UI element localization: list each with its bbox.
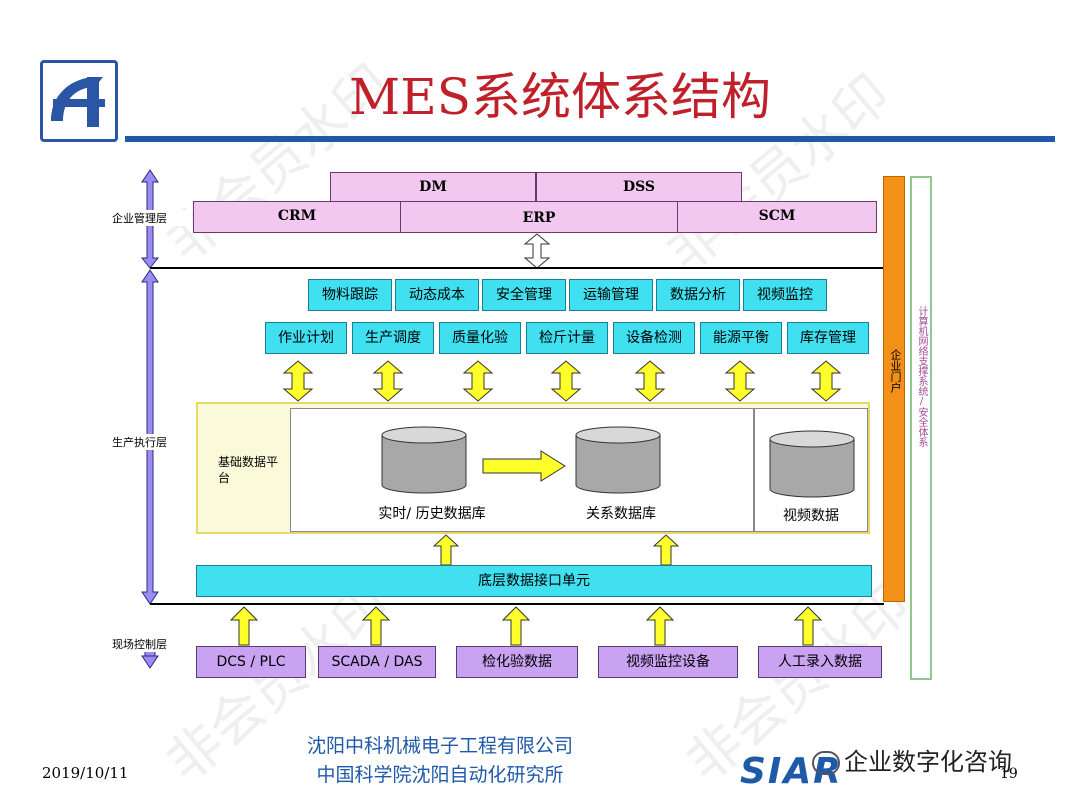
data-interface-unit: 底层数据接口单元 — [196, 565, 872, 597]
module-data-analysis: 数据分析 — [656, 279, 740, 311]
wechat-name: 企业数字化咨询 — [844, 748, 1012, 776]
device-lab-data: 检化验数据 — [456, 646, 578, 678]
device-dcs-plc: DCS / PLC — [196, 646, 306, 678]
title-rule — [125, 136, 1055, 142]
module-platform-arrows — [283, 360, 841, 402]
module-equipment: 设备检测 — [613, 322, 695, 354]
page-number: 19 — [1000, 766, 1018, 782]
module-safety: 安全管理 — [482, 279, 566, 311]
scm-box: SCM — [677, 201, 877, 233]
module-video-monitoring: 视频监控 — [743, 279, 827, 311]
video-db-icon — [769, 430, 855, 498]
device-scada-das: SCADA / DAS — [318, 646, 436, 678]
video-data-label: 视频数据 — [783, 508, 839, 524]
dss-box: DSS — [536, 172, 742, 202]
module-job-plan: 作业计划 — [265, 322, 347, 354]
layer-label-enterprise: 企业管理层 — [112, 210, 192, 226]
footer-company: 沈阳中科机械电子工程有限公司 — [306, 735, 573, 757]
layer-label-execution: 生产执行层 — [112, 434, 192, 450]
network-label: 计算机网络支撑系统/安全体系 — [916, 306, 927, 447]
layer-divider-bottom — [150, 603, 884, 605]
page-title: MES系统体系结构 — [349, 68, 771, 126]
sync-arrow-icon — [482, 450, 566, 482]
device-video-equipment: 视频监控设备 — [598, 646, 738, 678]
footer-date: 2019/10/11 — [42, 764, 129, 782]
erp-connector-arrow — [523, 233, 551, 269]
module-weighing: 检斤计量 — [526, 322, 608, 354]
erp-box: ERP — [400, 201, 678, 233]
field-up-arrows — [230, 606, 823, 646]
module-material-tracking: 物料跟踪 — [308, 279, 392, 311]
database-panel: 实时/ 历史数据库 关系数据库 — [290, 408, 754, 532]
relational-db-icon — [575, 426, 661, 494]
layer-arrows — [140, 169, 160, 669]
network-support-bar: 计算机网络支撑系统/安全体系 — [910, 176, 932, 680]
module-transport: 运输管理 — [569, 279, 653, 311]
crm-box: CRM — [193, 201, 401, 233]
platform-label: 基础数据平台 — [218, 455, 279, 485]
brand-logo-text: SIAR — [740, 751, 843, 792]
realtime-db-label: 实时/ 历史数据库 — [378, 506, 486, 522]
base-data-platform: 基础数据平台 实时/ 历史数据库 关系数据库 视频数据 — [196, 402, 870, 534]
interface-up-arrows — [432, 534, 680, 566]
company-logo — [40, 60, 118, 142]
layer-label-field: 现场控制层 — [112, 636, 192, 652]
module-dynamic-cost: 动态成本 — [395, 279, 479, 311]
footer-institute: 中国科学院沈阳自动化研究所 — [316, 764, 564, 786]
module-quality: 质量化验 — [439, 322, 521, 354]
wechat-badge: 企业数字化咨询 — [812, 744, 1042, 780]
module-scheduling: 生产调度 — [352, 322, 434, 354]
portal-label: 企业门户 — [889, 349, 902, 393]
dm-box: DM — [330, 172, 536, 202]
module-inventory: 库存管理 — [787, 322, 869, 354]
module-energy: 能源平衡 — [700, 322, 782, 354]
wechat-icon — [812, 751, 840, 775]
enterprise-portal-bar: 企业门户 — [883, 176, 905, 602]
layer-divider-top — [150, 267, 884, 269]
relational-db-label: 关系数据库 — [586, 506, 656, 522]
video-data-panel: 视频数据 — [754, 408, 868, 532]
device-manual-entry: 人工录入数据 — [758, 646, 882, 678]
realtime-db-icon — [381, 426, 467, 494]
